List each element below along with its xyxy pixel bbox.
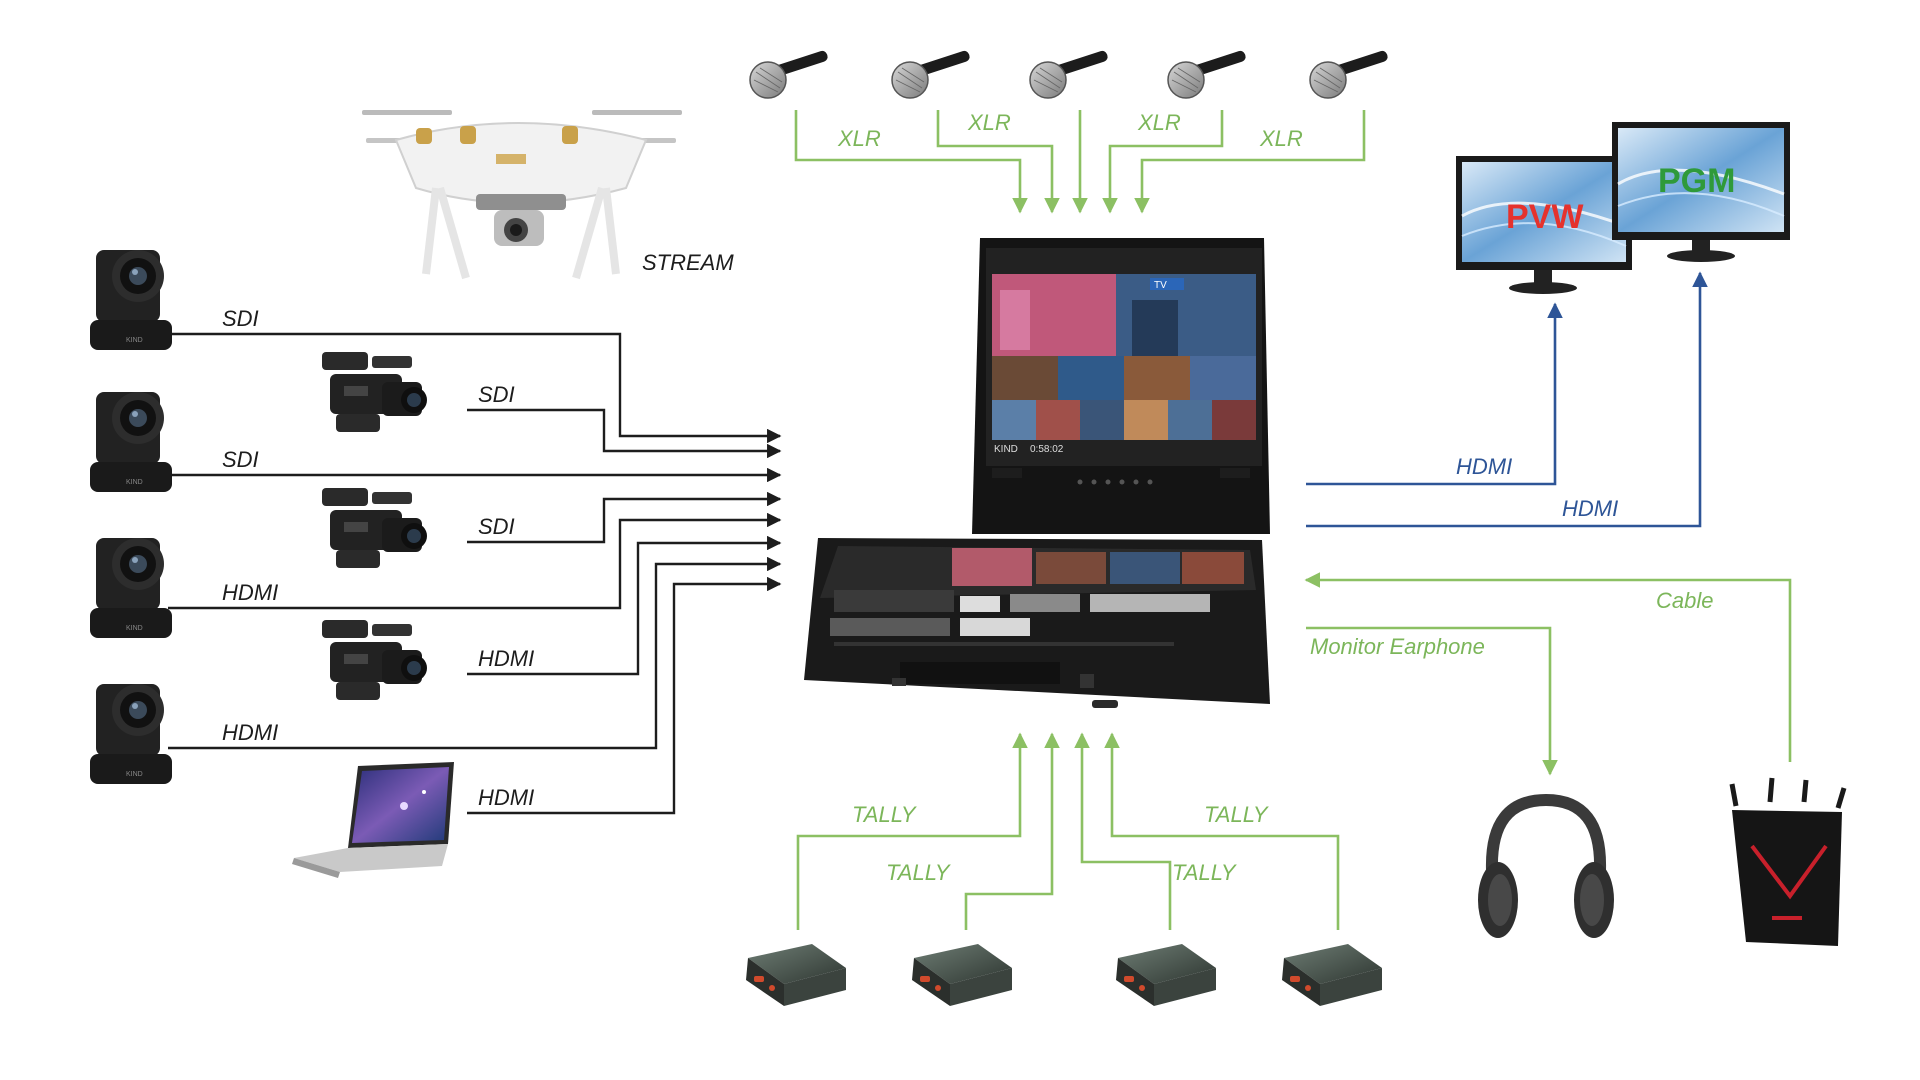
laptop-icon: [292, 762, 454, 878]
ptz-camera-icon: [90, 392, 172, 492]
headphones-icon: [1478, 793, 1614, 938]
hdmi-label: HDMI: [478, 646, 534, 671]
microphone-icon: [891, 48, 972, 99]
camcorder-icon: [322, 620, 427, 700]
tally-label: TALLY: [1204, 802, 1269, 827]
xlr-label: XLR: [1259, 126, 1303, 151]
monitor-icon: PGM: [1612, 122, 1790, 262]
router-icon: [1729, 777, 1847, 946]
xlr-label: XLR: [1137, 110, 1181, 135]
microphone-icon: [749, 48, 830, 99]
microphone-icon: [1029, 48, 1110, 99]
video-input-wires: [168, 332, 782, 815]
sdi-label: SDI: [478, 382, 515, 407]
video-switcher-icon: TV KIND 0:58:02: [804, 238, 1270, 708]
stream-label: STREAM: [642, 250, 734, 275]
tally-label: TALLY: [852, 802, 917, 827]
hdmi-pgm-label: HDMI: [1562, 496, 1618, 521]
pgm-text: PGM: [1658, 162, 1735, 200]
tally-label: TALLY: [1172, 860, 1237, 885]
screen-clock: 0:58:02: [1030, 444, 1064, 455]
ptz-camera-icon: [90, 684, 172, 784]
hdmi-pvw-label: HDMI: [1456, 454, 1512, 479]
tally-box-icon: [912, 944, 1012, 1006]
ptz-camera-icon: [90, 250, 172, 350]
sdi-label: SDI: [222, 306, 259, 331]
microphone-icon: [1167, 48, 1248, 99]
hdmi-output-wires: [1306, 271, 1708, 528]
monitor-icon: PVW: [1456, 156, 1632, 294]
hdmi-label: HDMI: [222, 580, 278, 605]
tally-box-icon: [1116, 944, 1216, 1006]
tally-label: TALLY: [886, 860, 951, 885]
drone-icon: [362, 110, 682, 280]
tally-box-icon: [746, 944, 846, 1006]
hdmi-label: HDMI: [478, 785, 534, 810]
xlr-label: XLR: [837, 126, 881, 151]
monitor-earphone-label: Monitor Earphone: [1310, 634, 1485, 659]
microphone-icon: [1309, 48, 1390, 99]
sdi-label: SDI: [478, 514, 515, 539]
tally-wires: [796, 732, 1340, 930]
pvw-text: PVW: [1506, 198, 1584, 236]
tally-box-icon: [1282, 944, 1382, 1006]
screen-tag: TV: [1154, 280, 1167, 291]
xlr-label: XLR: [967, 110, 1011, 135]
network-audio-wires: [1304, 572, 1792, 776]
xlr-wires: [794, 110, 1366, 214]
ptz-camera-icon: [90, 538, 172, 638]
camcorder-icon: [322, 488, 427, 568]
camcorder-icon: [322, 352, 427, 432]
hdmi-label: HDMI: [222, 720, 278, 745]
screen-brand: KIND: [994, 444, 1018, 455]
sdi-label: SDI: [222, 447, 259, 472]
cable-label: Cable: [1656, 588, 1713, 613]
